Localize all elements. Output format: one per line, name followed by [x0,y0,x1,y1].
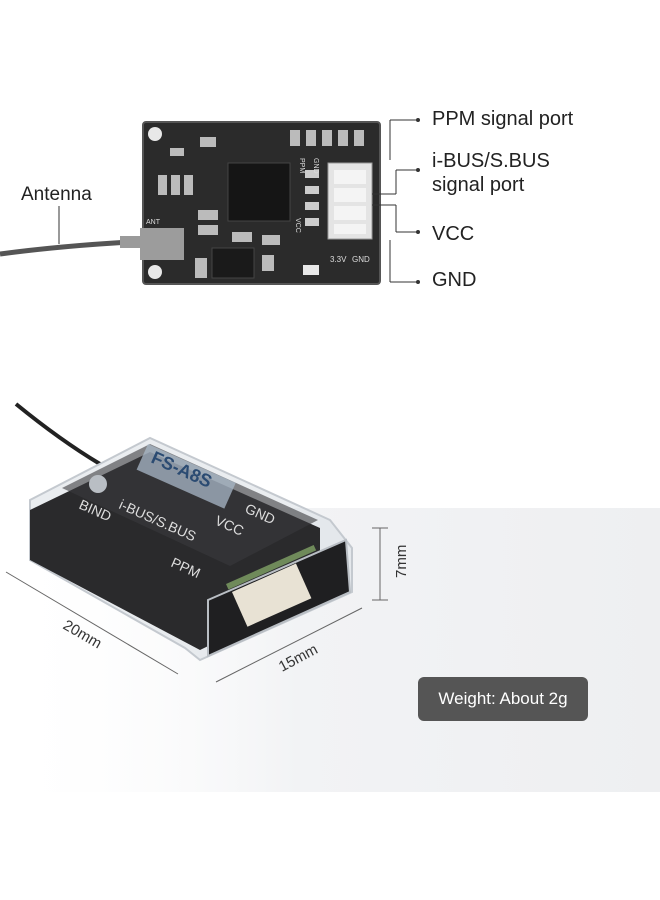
pcb-component [171,175,180,195]
pcb-diagram: GND PPM VCC 3.3V GND ANT [0,118,420,285]
pcb-connector-slot [334,188,366,202]
leader-dot [416,118,420,122]
led [303,265,319,275]
pcb-component [262,255,274,271]
solder-pad [305,170,319,178]
label-antenna: Antenna [21,184,92,205]
silk-ant: ANT [146,219,161,226]
antenna-cable [0,239,131,257]
pcb-component [200,137,216,147]
case-pcb-edge [226,544,317,590]
brand-tag [136,444,236,509]
leader-dot [416,280,420,284]
pcb-connector-slot [334,170,366,184]
pcb-component [195,258,207,278]
antenna-pad [140,228,184,260]
label-gnd: GND [432,269,477,291]
silk-gnd2: GND [352,255,370,264]
mount-hole [148,127,162,141]
pcb-component [158,175,167,195]
pcb-component [290,130,300,146]
pcb-connector-slot [334,224,366,234]
pcb-component [198,210,218,220]
weight-badge: Weight: About 2g [418,677,588,721]
pcb-edge [142,121,381,285]
secondary-chip [211,247,255,279]
label-vcc: VCC [432,223,475,245]
receiver-photo: FS-A8S BIND i-BUS/S.BUS VCC GND PPM 20mm… [0,402,660,792]
silk-vcc: VCC [294,218,301,233]
pcb-component [232,232,252,242]
main-chip [227,162,291,222]
pcb-connector-slot [334,206,366,220]
dim-line-width [215,607,363,683]
antenna-connector [120,236,144,248]
pcb-component [198,225,218,235]
label-ppm-port: PPM signal port [432,108,574,130]
dim-line-length [5,571,179,675]
silk-gnd: GND [312,158,319,174]
pcb-component [184,175,193,195]
pcb-component [338,130,348,146]
pcb-component [354,130,364,146]
solder-pad [305,202,319,210]
solder-pad [305,218,319,226]
mount-hole [148,265,162,279]
bind-button [89,475,107,493]
pcb-component [262,235,280,245]
leader-dot [416,168,420,172]
case-port [232,563,312,627]
label-ibus-port-line2: signal port [432,174,525,196]
silk-33v: 3.3V [330,255,347,264]
pcb-component [170,148,184,156]
dim-height: 7mm [393,545,410,578]
silk-ppm: PPM [298,158,305,173]
solder-pad [305,186,319,194]
label-ibus-port-line1: i-BUS/S.BUS [432,150,550,172]
pcb-component [306,130,316,146]
pcb-component [322,130,332,146]
leader-dot [416,230,420,234]
receiver-antenna [14,402,102,466]
case-top [62,444,318,566]
